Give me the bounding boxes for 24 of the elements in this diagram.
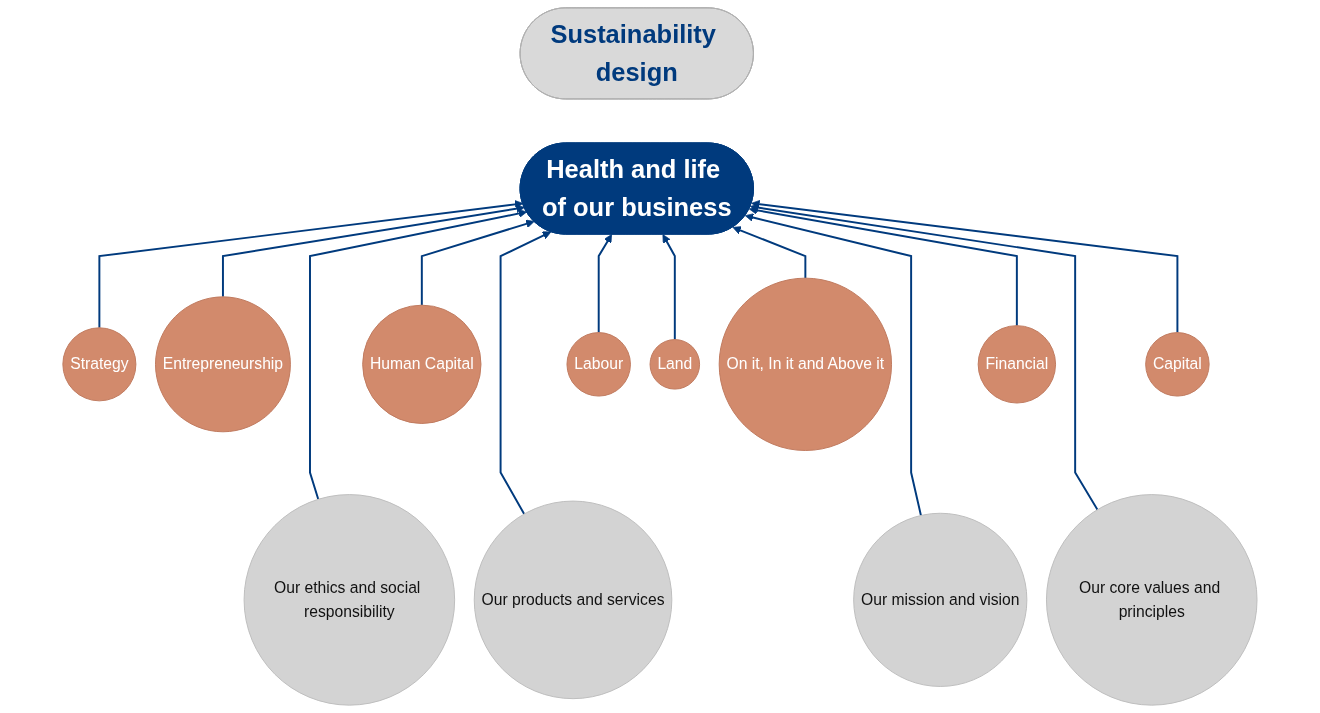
arrow	[597, 234, 613, 334]
arrow	[732, 226, 807, 280]
arrow	[751, 200, 1179, 334]
node-circle: Land	[649, 339, 701, 390]
node-circle: Entrepreneurship	[155, 296, 291, 433]
arrow	[499, 231, 552, 515]
node-circle: Human Capital	[362, 304, 482, 424]
arrow	[98, 200, 524, 329]
node-circle: Strategy	[62, 327, 137, 402]
node-circle: Labour	[566, 332, 631, 397]
node-circle: Our products and services	[473, 500, 673, 700]
arrow	[662, 234, 676, 341]
arrow	[222, 204, 525, 298]
arrow	[309, 209, 528, 501]
arrow	[749, 206, 1018, 327]
node-circle: Financial	[977, 325, 1057, 404]
arrow	[420, 219, 535, 307]
arrow	[745, 213, 922, 517]
node-circle: Our ethics and social responsibility	[243, 494, 456, 706]
node-circle: Our mission and vision	[853, 512, 1028, 687]
arrow	[750, 203, 1099, 511]
node-circle: Our core values and principles	[1046, 494, 1258, 706]
node-circle: On it, In it and Above it	[718, 277, 893, 451]
node-circle: Capital	[1145, 332, 1210, 397]
